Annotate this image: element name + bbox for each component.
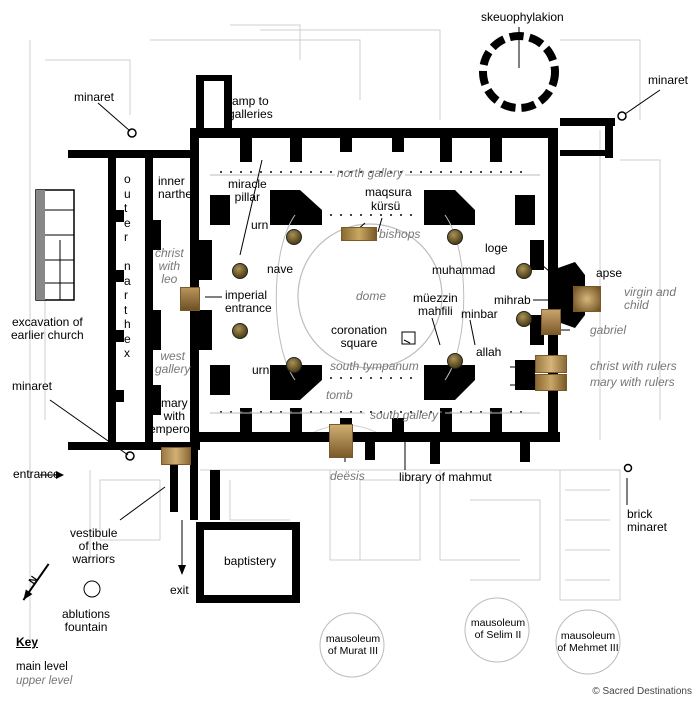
label-mihrab: mihrab [494,293,531,307]
mosaic-christ-rulers-thumb [535,355,567,373]
label-inner-narthex: inner narthex [158,174,199,201]
label-baptistery: baptistery [224,554,277,568]
mehmet-circle [555,609,621,675]
ablutions-circle [83,580,101,598]
entrance-arrow [56,471,64,479]
label-south-tympanum: south tympanum [330,359,419,373]
murat-circle [319,612,385,678]
coronation-square-marker [401,331,416,345]
label-maqsura: maqsura [365,185,412,199]
label-dome: dome [356,289,387,303]
label-minbar: minbar [461,307,498,321]
mosaic-mary-rulers-thumb [535,374,567,391]
medallion-ne [447,229,463,245]
label-vestibule: vestibule of the warriors [70,526,118,566]
key-main-level: main level [16,661,68,673]
brick-minaret-marker [623,463,633,473]
minaret-sw-marker [125,451,135,461]
mosaic-christ-leo-thumb [180,287,200,311]
label-entrance: entrance [13,467,60,481]
mosaic-gabriel-thumb [541,309,561,335]
label-urn-south: urn [252,363,270,377]
label-gabriel: gabriel [590,323,627,337]
label-mehmet: mausoleum of Mehmet III [557,630,619,654]
key-upper-level: upper level [16,675,73,687]
label-miracle-pillar: miracle pillar [228,177,267,204]
label-nave: nave [267,262,294,276]
label-mary-emperors: mary with emperors [149,396,200,436]
label-mary-rulers: mary with rulers [590,375,675,389]
medallion-w1 [232,263,248,279]
mosaic-bishops-thumb [341,227,377,241]
label-tomb: tomb [326,388,353,402]
label-library: library of mahmut [399,470,492,484]
label-allah: allah [476,345,502,359]
label-virgin-child: virgin and child [624,285,677,312]
label-ramp: ramp to galleries [228,94,273,121]
label-bishops: bishops [379,227,421,241]
north-arrow [22,563,50,601]
label-west-gallery: west gallery [155,349,191,376]
medallion-w2 [232,323,248,339]
mosaic-virgin-thumb [573,286,601,312]
label-minaret-sw: minaret [12,379,53,393]
label-ablutions: ablutions fountain [62,607,111,634]
medallion-e2 [516,311,532,327]
label-outer-narthex: o u t e r n a r t h e x [124,172,131,360]
label-murat: mausoleum of Murat III [325,633,381,657]
label-christ-rulers: christ with rulers [590,359,677,373]
mosaic-deesis-thumb [329,424,353,458]
label-brick-minaret: brick minaret [627,507,668,534]
medallion-nw [286,229,302,245]
label-imperial-entrance: imperial entrance [225,288,272,315]
label-skeuophylakion: skeuophylakion [481,10,564,24]
excavation-block [35,189,75,301]
label-muezzin: müezzin mahfili [413,291,458,318]
label-loge: loge [485,241,508,255]
medallion-se [447,353,463,369]
label-urn-north: urn [251,218,269,232]
minaret-ne-marker [617,111,627,121]
leader-lines [49,27,661,570]
label-coronation: coronation square [331,323,388,350]
mosaic-mary-emperors-thumb [161,447,191,465]
label-exit: exit [170,583,189,597]
label-minaret-ne: minaret [648,73,689,87]
faint-context-lines [29,24,661,640]
label-deesis: deësis [330,469,365,483]
label-excavation: excavation of earlier church [11,315,84,342]
selim-circle [464,597,530,663]
label-south-gallery: south gallery [370,408,439,422]
label-north-gallery: north gallery [337,166,404,180]
label-selim: mausoleum of Selim II [470,617,526,641]
copyright: © Sacred Destinations [592,686,692,697]
label-christ-leo: christ with leo [155,246,184,286]
exit-arrow [178,565,186,575]
medallion-e1 [516,263,532,279]
label-muhammad: muhammad [432,263,496,277]
medallion-sw [286,357,302,373]
dome-outline [297,223,443,369]
label-kursu: kürsü [371,199,401,213]
label-apse: apse [596,266,623,280]
label-minaret-nw: minaret [74,90,115,104]
column-rows [220,171,525,413]
key-title: Key [16,635,39,649]
